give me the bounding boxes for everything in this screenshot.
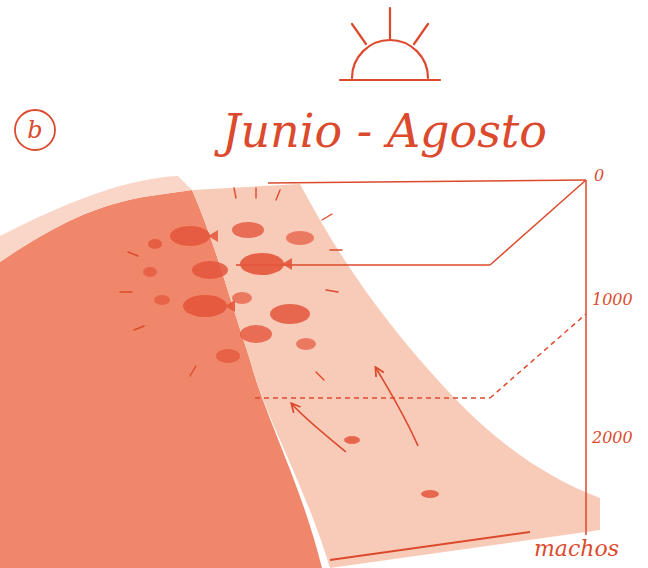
floor-edge <box>330 532 530 560</box>
sun-symbol <box>340 8 440 80</box>
depth-box <box>236 180 586 535</box>
depth-value: 2000 <box>592 430 633 446</box>
land-top <box>0 176 192 262</box>
migration-arrow <box>292 368 418 452</box>
depth-value: 0 <box>594 168 604 184</box>
activity-ticks <box>120 188 342 380</box>
season-title: Junio - Agosto <box>222 108 547 154</box>
whale-group <box>143 222 439 498</box>
group-label: machos <box>534 538 619 560</box>
panel-letter: b <box>27 118 42 142</box>
slope-surface <box>192 184 600 568</box>
letter-circle <box>15 110 55 150</box>
depth-value: 1000 <box>592 292 633 308</box>
